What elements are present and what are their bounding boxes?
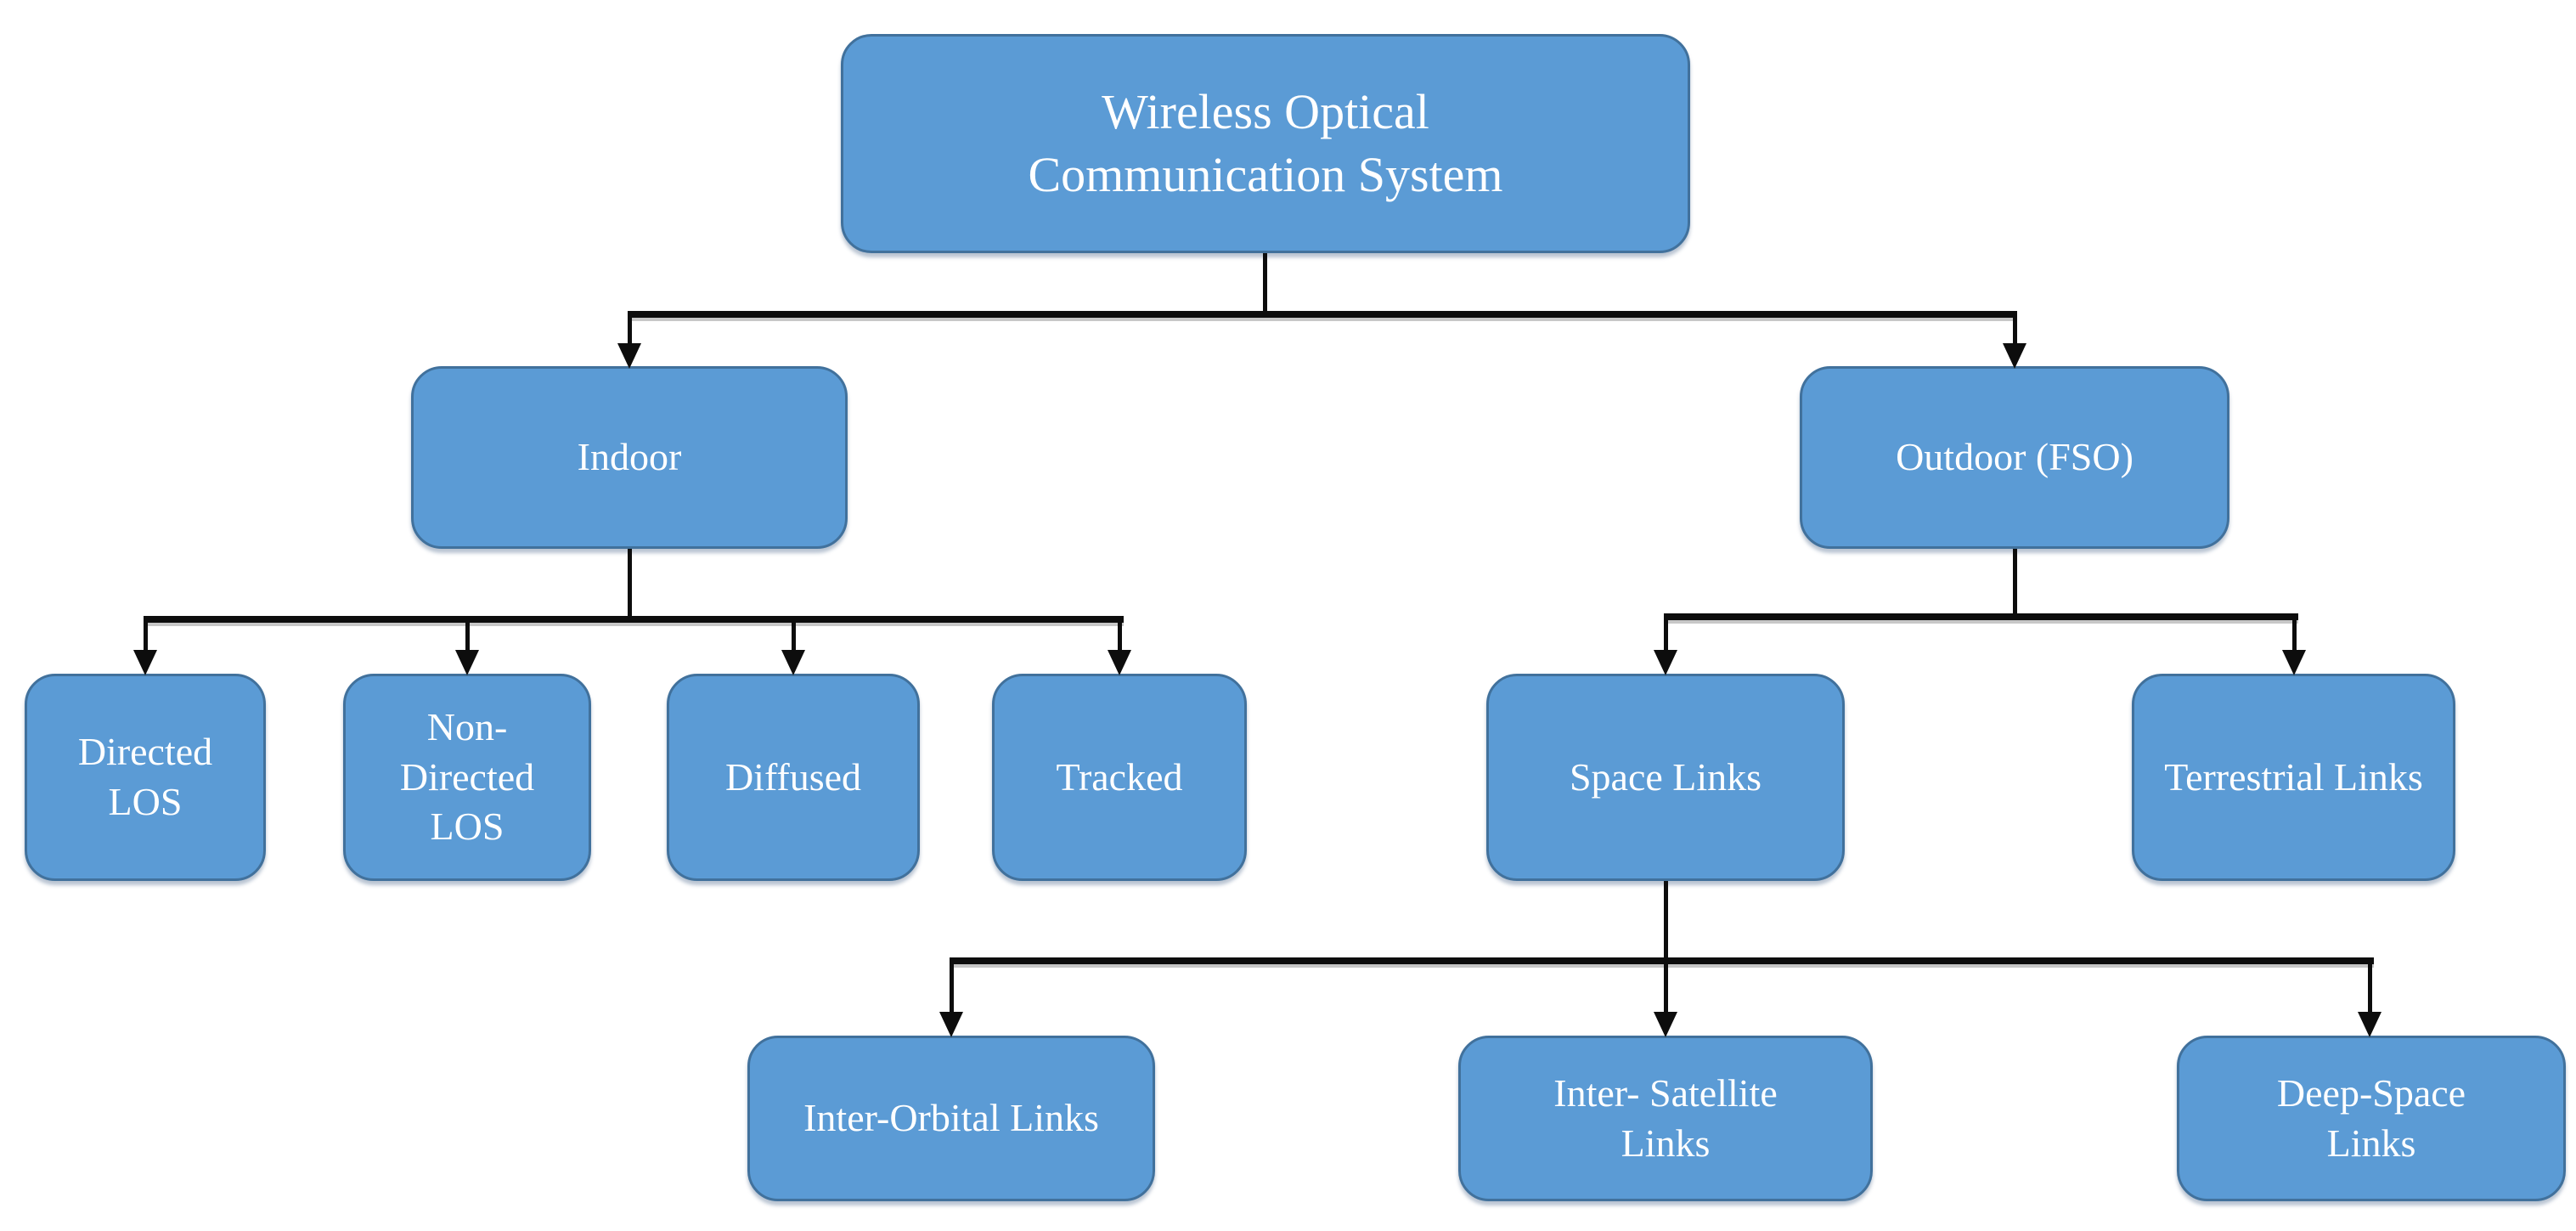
- node-directed-los: Directed LOS: [25, 674, 266, 881]
- connector-drop-diffused: [792, 616, 796, 652]
- arrow-down-icon: [617, 343, 641, 369]
- connector-drop-space-links: [1664, 613, 1668, 652]
- connector-space-links-bar: [951, 957, 2374, 964]
- connector-root-stem: [1263, 253, 1267, 311]
- node-label: Space Links: [1569, 754, 1762, 799]
- connector-root-drop-indoor: [628, 311, 632, 345]
- node-label: Non-Directed LOS: [399, 704, 535, 849]
- arrow-down-icon: [1654, 650, 1677, 675]
- connector-drop-terrestrial-links: [2292, 613, 2297, 652]
- arrow-down-icon: [2003, 343, 2026, 369]
- connector-outdoor-bar: [1666, 613, 2298, 620]
- arrow-down-icon: [781, 650, 805, 675]
- connector-indoor-bar: [145, 616, 1124, 623]
- node-label: Inter-Orbital Links: [803, 1096, 1099, 1140]
- connector-drop-directed-los: [144, 616, 148, 652]
- node-outdoor-fso: Outdoor (FSO): [1800, 366, 2229, 549]
- node-tracked: Tracked: [992, 674, 1247, 881]
- node-space-links: Space Links: [1486, 674, 1845, 881]
- node-label: Outdoor (FSO): [1896, 435, 2134, 479]
- node-label: Terrestrial Links: [2164, 754, 2423, 799]
- arrow-down-icon: [1654, 1012, 1677, 1037]
- connector-outdoor-stem: [2013, 549, 2017, 613]
- connector-drop-non-directed-los: [465, 616, 470, 652]
- node-deep-space-links: Deep-Space Links: [2177, 1036, 2566, 1201]
- arrow-down-icon: [133, 650, 157, 675]
- node-label: Indoor: [577, 435, 682, 479]
- node-label: Wireless Optical Communication System: [1028, 83, 1503, 202]
- connector-root-drop-outdoor: [2013, 311, 2017, 345]
- arrow-down-icon: [2358, 1012, 2382, 1037]
- connector-drop-tracked: [1118, 616, 1122, 652]
- node-label: Diffused: [724, 754, 862, 799]
- connector-indoor-stem: [628, 549, 632, 616]
- node-inter-satellite-links: Inter- Satellite Links: [1458, 1036, 1873, 1201]
- node-label: Directed LOS: [77, 730, 213, 823]
- node-label: Inter- Satellite Links: [1553, 1070, 1778, 1165]
- connector-root-bar: [629, 311, 2017, 318]
- arrow-down-icon: [2282, 650, 2306, 675]
- arrow-down-icon: [939, 1012, 963, 1037]
- arrow-down-icon: [1108, 650, 1131, 675]
- connector-space-links-stem: [1664, 881, 1668, 957]
- connector-drop-deep-space-links: [2368, 957, 2372, 1014]
- node-label: Tracked: [1056, 754, 1183, 799]
- node-non-directed-los: Non-Directed LOS: [343, 674, 591, 881]
- arrow-down-icon: [455, 650, 479, 675]
- connector-drop-inter-satellite-links: [1664, 957, 1668, 1014]
- connector-drop-inter-orbital-links: [950, 957, 954, 1014]
- node-label: Deep-Space Links: [2276, 1070, 2466, 1165]
- node-indoor: Indoor: [411, 366, 848, 549]
- node-wireless-optical-communication-system: Wireless Optical Communication System: [841, 34, 1690, 253]
- node-terrestrial-links: Terrestrial Links: [2132, 674, 2455, 881]
- node-diffused: Diffused: [667, 674, 920, 881]
- node-inter-orbital-links: Inter-Orbital Links: [747, 1036, 1155, 1201]
